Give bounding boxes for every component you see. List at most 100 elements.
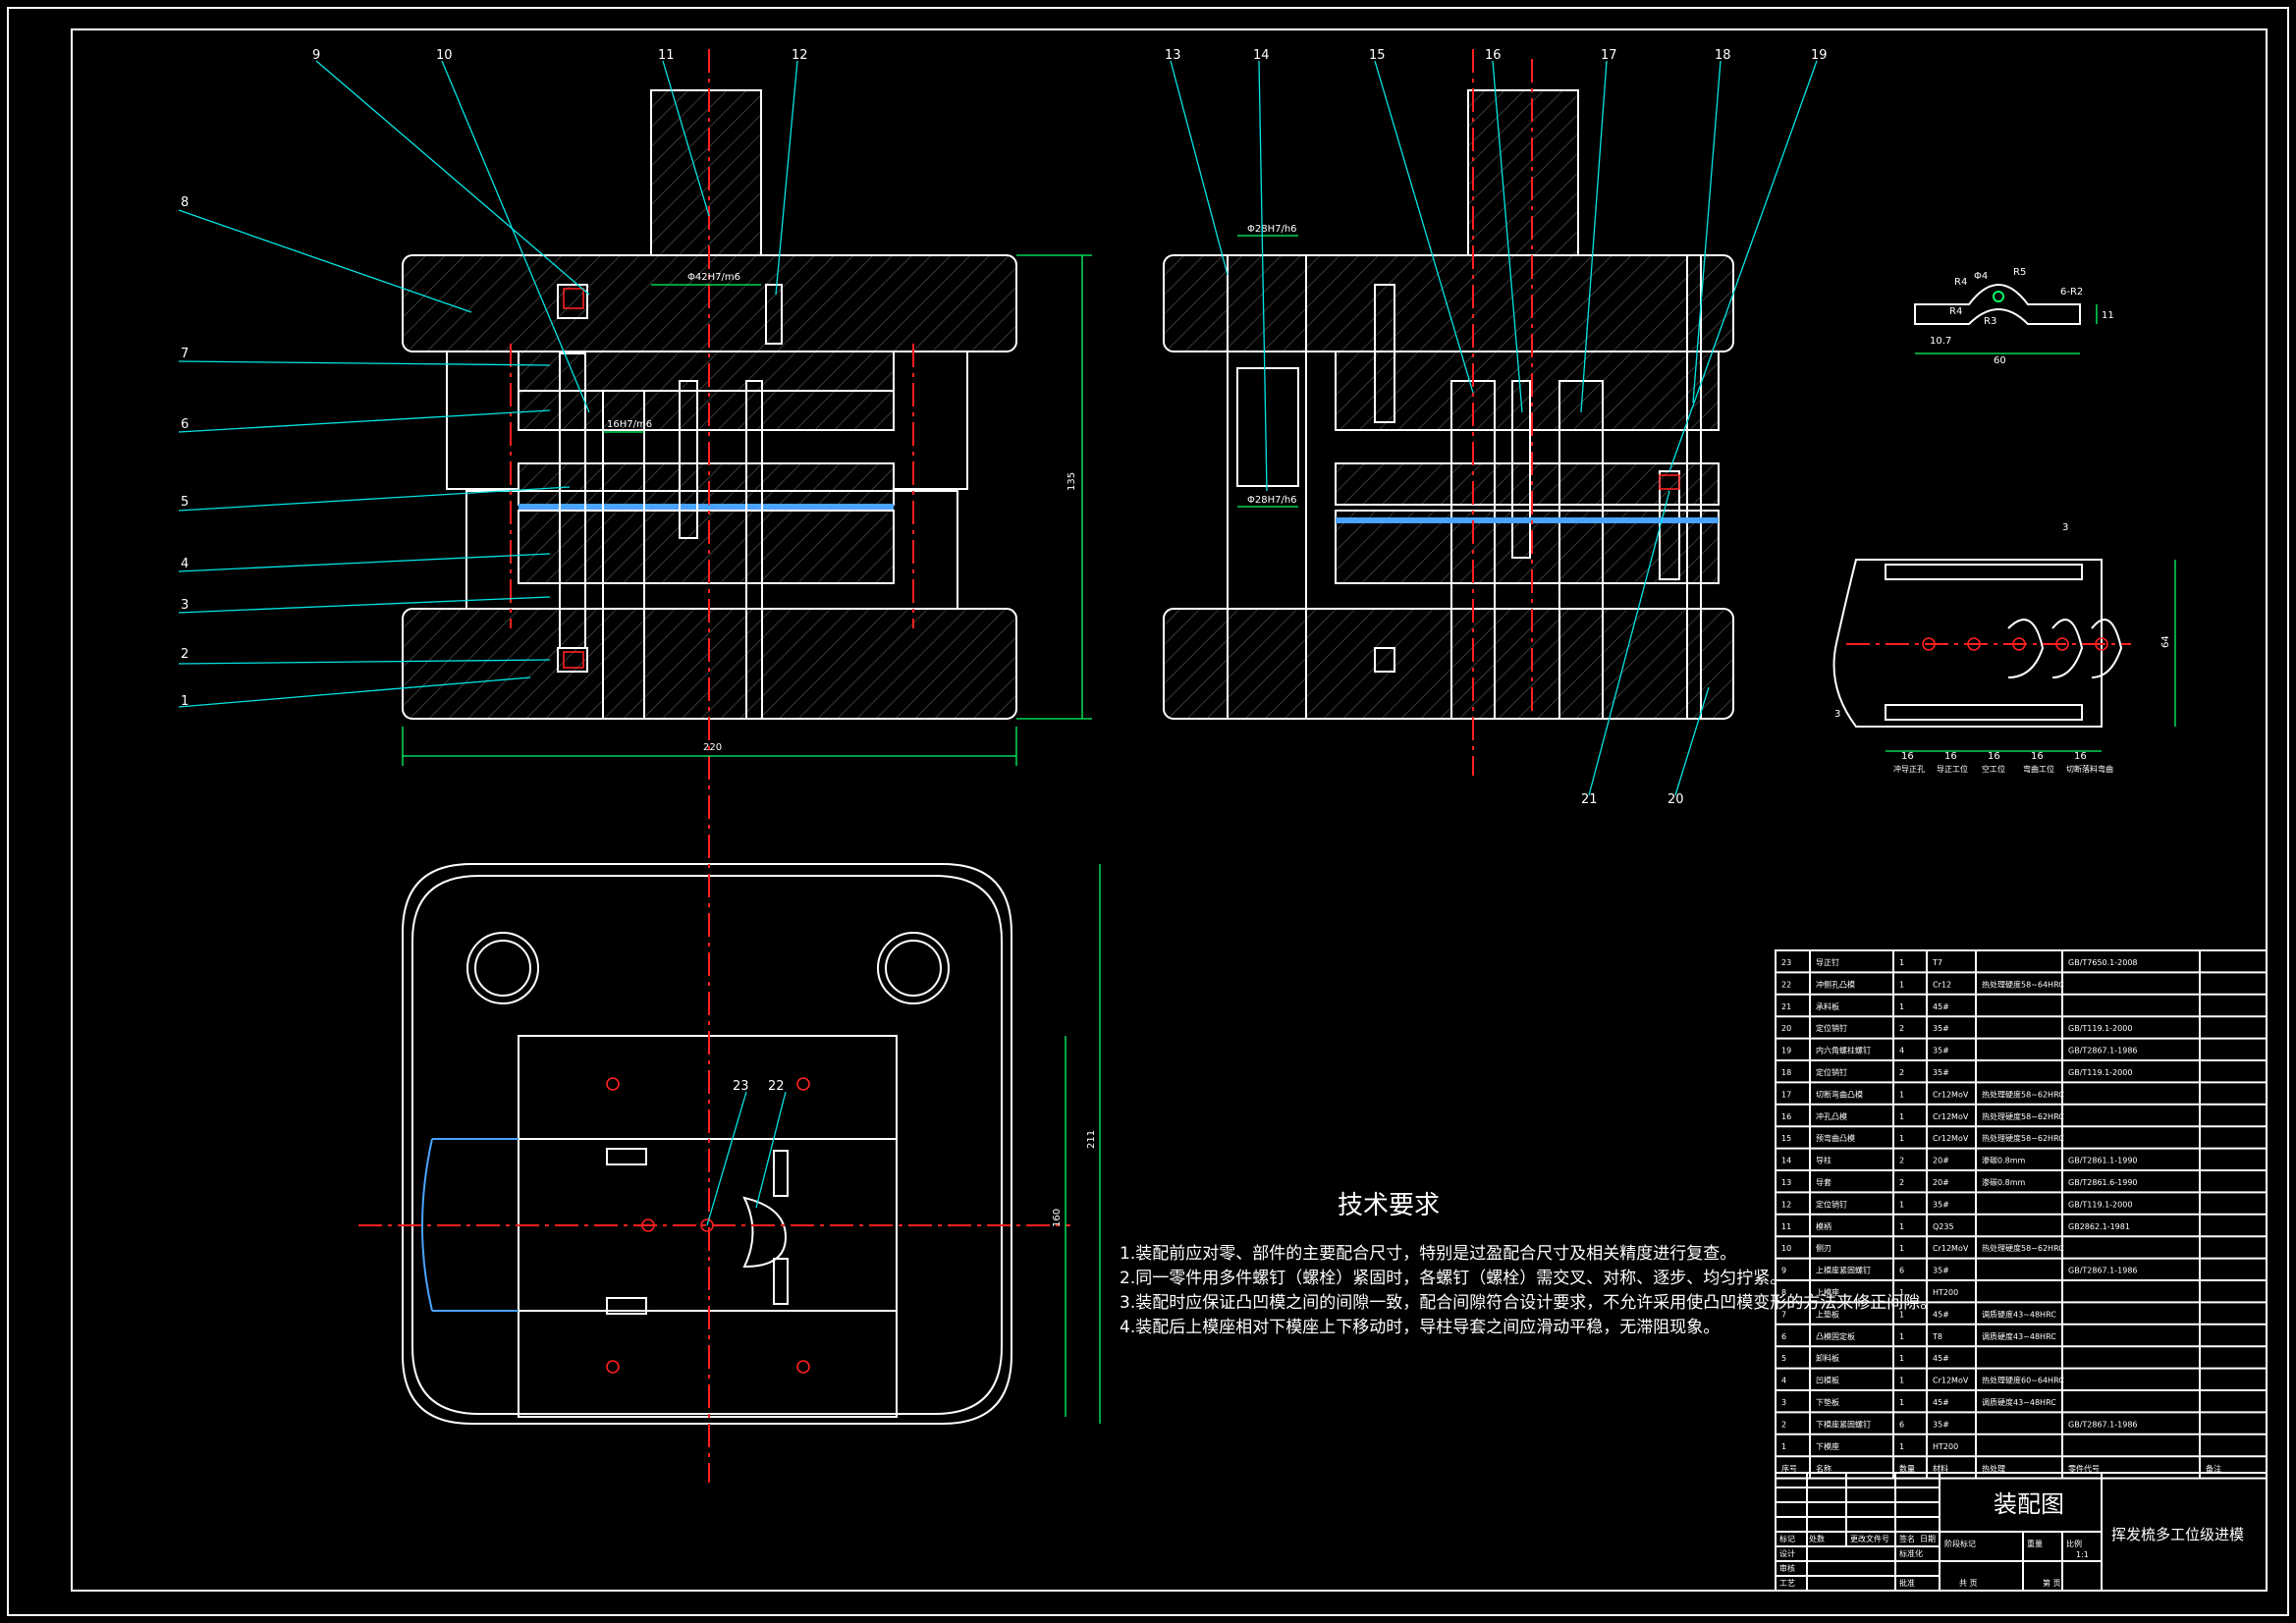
bom-cell: 6 bbox=[1899, 1420, 1904, 1429]
bom-cell: 下模座紧固螺钉 bbox=[1816, 1419, 1871, 1429]
tb-sheet-no: 第 页 bbox=[2043, 1578, 2061, 1588]
bom-header-cell: 数量 bbox=[1899, 1464, 1915, 1474]
side-leaders bbox=[1170, 60, 1818, 796]
front-width-dim: 220 bbox=[703, 742, 722, 753]
bom-cell: Cr12 bbox=[1933, 980, 1951, 989]
bom-cell: GB/T2867.1-1986 bbox=[2068, 1420, 2138, 1429]
bom-cell: 渗碳0.8mm bbox=[1982, 1177, 2026, 1187]
bom-cell: 23 bbox=[1781, 958, 1791, 967]
bom-cell: GB/T2861.6-1990 bbox=[2068, 1178, 2138, 1187]
bom-cell: 9 bbox=[1781, 1267, 1786, 1275]
strip-step-3: 16 bbox=[1988, 751, 2000, 762]
callout-14: 14 bbox=[1253, 48, 1270, 63]
bom-header-cell: 备注 bbox=[2206, 1464, 2221, 1474]
bom-cell: 22 bbox=[1781, 980, 1791, 989]
bom-cell: 内六角螺柱螺钉 bbox=[1816, 1046, 1871, 1055]
bom-cell: GB/T2867.1-1986 bbox=[2068, 1047, 2138, 1055]
bom-cell: 45# bbox=[1933, 1398, 1949, 1407]
bom-cell: 7 bbox=[1781, 1310, 1786, 1319]
callout-20: 20 bbox=[1667, 792, 1684, 807]
product-name: 挥发梳多工位级进模 bbox=[2111, 1526, 2244, 1543]
strip-width-dim: 64 bbox=[2160, 635, 2171, 648]
callout-8: 8 bbox=[181, 195, 189, 210]
bom-cell: 19 bbox=[1781, 1047, 1791, 1055]
front-leaders bbox=[178, 60, 798, 708]
callout-19: 19 bbox=[1811, 48, 1828, 63]
callout-12: 12 bbox=[792, 48, 808, 63]
bom-cell: 卸料板 bbox=[1816, 1353, 1839, 1363]
plan-outer-dim: 211 bbox=[1086, 1130, 1097, 1149]
tech-line-3: 3.装配时应保证凸凹模之间的间隙一致，配合间隙符合设计要求，不允许采用使凸凹模变… bbox=[1120, 1292, 1937, 1313]
bom-cell: 热处理硬度58~62HRC bbox=[1982, 1111, 2064, 1121]
part-6r2: 6-R2 bbox=[2060, 287, 2083, 298]
bom-cell: 切断弯曲凸模 bbox=[1816, 1089, 1863, 1099]
callout-1: 1 bbox=[181, 694, 189, 709]
bom-cell: 21 bbox=[1781, 1002, 1791, 1011]
bom-cell: 35# bbox=[1933, 1047, 1949, 1055]
bom-cell: 下垫板 bbox=[1816, 1397, 1839, 1407]
tech-title: 技术要求 bbox=[1338, 1191, 1440, 1220]
bom-cell: 1 bbox=[1899, 1310, 1904, 1319]
bom-cell: 调质硬度43~48HRC bbox=[1982, 1397, 2056, 1407]
callout-21: 21 bbox=[1581, 792, 1598, 807]
bom-cell: 8 bbox=[1781, 1288, 1786, 1297]
callout-15: 15 bbox=[1369, 48, 1386, 63]
tech-line-2: 2.同一零件用多件螺钉（螺栓）紧固时，各螺钉（螺栓）需交叉、对称、逐步、均匀拧紧… bbox=[1120, 1269, 1786, 1288]
bom-cell: 导柱 bbox=[1816, 1156, 1831, 1165]
side-section-view: Φ28H7/h6 Φ28H7/h6 bbox=[1163, 49, 1734, 776]
bom-cell: 1 bbox=[1899, 1288, 1904, 1297]
bom-cell: 1 bbox=[1899, 980, 1904, 989]
bom-cell: 热处理硬度58~62HRC bbox=[1982, 1133, 2064, 1143]
tb-total-sheets: 共 页 bbox=[1959, 1579, 1978, 1588]
bom-cell: 45# bbox=[1933, 1002, 1949, 1011]
bom-cell: 4 bbox=[1781, 1377, 1786, 1385]
strip-pitch-dim: 3 bbox=[2062, 522, 2068, 533]
bom-cell: 定位销钉 bbox=[1816, 1067, 1847, 1077]
callout-22: 22 bbox=[768, 1079, 785, 1094]
tb-review: 审核 bbox=[1779, 1563, 1795, 1573]
bom-cell: 35# bbox=[1933, 1200, 1949, 1209]
bom-cell: 35# bbox=[1933, 1024, 1949, 1033]
bom-cell: 调质硬度43~48HRC bbox=[1982, 1331, 2056, 1341]
bom-cell: GB2862.1-1981 bbox=[2068, 1222, 2130, 1231]
bom-cell: 热处理硬度58~62HRC bbox=[1982, 1243, 2064, 1253]
bom-cell: 20 bbox=[1781, 1024, 1791, 1033]
front-height-dim: 135 bbox=[1066, 472, 1077, 491]
front-section-view: 220 135 Φ42H7/m6 16H7/m6 bbox=[402, 49, 1092, 795]
bom-cell: 1 bbox=[1899, 1090, 1904, 1099]
tb-design: 设计 bbox=[1779, 1548, 1795, 1558]
strip-layout: 64 3 3 16 16 16 16 16 冲导正孔 导正工位 空工位 弯曲工位… bbox=[1832, 522, 2176, 774]
plan-inner-dim: 160 bbox=[1052, 1209, 1063, 1227]
strip-left-dim: 3 bbox=[1834, 709, 1840, 720]
bom-cell: 35# bbox=[1933, 1068, 1949, 1077]
part-r5: R5 bbox=[2013, 267, 2026, 278]
bom-header-cell: 序号 bbox=[1781, 1464, 1797, 1474]
callout-11: 11 bbox=[658, 48, 675, 63]
bom-cell: 35# bbox=[1933, 1267, 1949, 1275]
bom-cell: 承料板 bbox=[1816, 1001, 1839, 1011]
fit-top-dim: Φ42H7/m6 bbox=[687, 272, 740, 283]
bom-cell: GB/T119.1-2000 bbox=[2068, 1068, 2132, 1077]
bom-cell: 调质硬度43~48HRC bbox=[1982, 1309, 2056, 1319]
bom-cell: 定位销钉 bbox=[1816, 1023, 1847, 1033]
part-height-dim: 11 bbox=[2102, 310, 2114, 321]
part-phi4: Φ4 bbox=[1974, 271, 1988, 282]
callout-18: 18 bbox=[1715, 48, 1731, 63]
bom-cell: 11 bbox=[1781, 1222, 1791, 1231]
callout-13: 13 bbox=[1165, 48, 1181, 63]
bom-cell: Cr12MoV bbox=[1933, 1090, 1969, 1099]
bom-cell: 导正钉 bbox=[1816, 957, 1839, 967]
bom-cell: 45# bbox=[1933, 1310, 1949, 1319]
bom-cell: 1 bbox=[1899, 1244, 1904, 1253]
tech-line-4: 4.装配后上模座相对下模座上下移动时，导柱导套之间应滑动平稳，无滞阻现象。 bbox=[1120, 1318, 1720, 1337]
bom-cell: 20# bbox=[1933, 1157, 1949, 1165]
bom-header-cell: 零件代号 bbox=[2068, 1464, 2100, 1474]
bom-cell: GB/T7650.1-2008 bbox=[2068, 958, 2138, 967]
bom-cell: 2 bbox=[1899, 1024, 1904, 1033]
fit-mid-dim: 16H7/m6 bbox=[607, 419, 652, 430]
bom-cell: 2 bbox=[1899, 1068, 1904, 1077]
tb-change: 更改文件号 bbox=[1850, 1534, 1889, 1543]
bom-cell: 冲侧孔凸模 bbox=[1816, 979, 1855, 989]
